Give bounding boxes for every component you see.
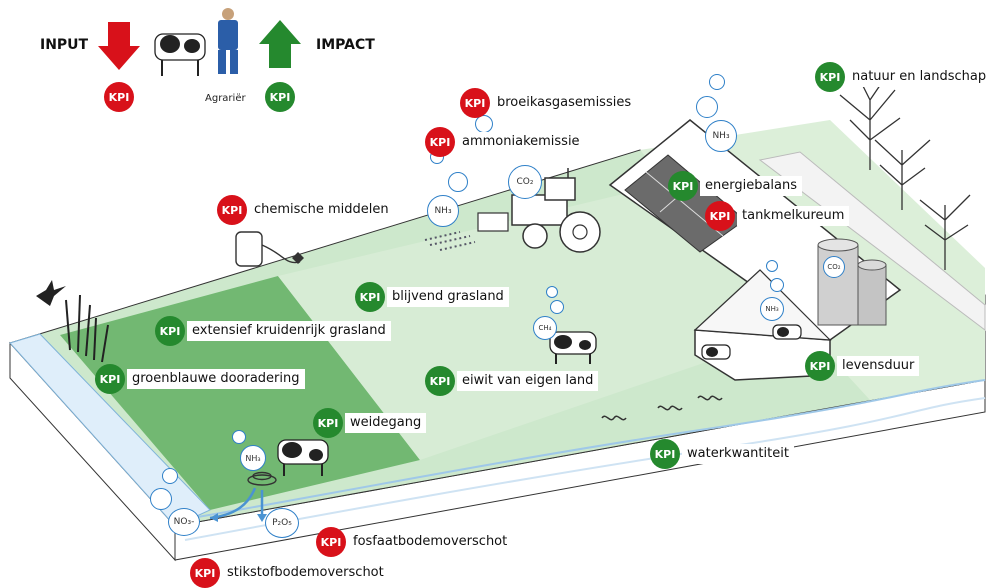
field-dark-zone — [60, 276, 420, 510]
kpi-label: levensduur — [837, 356, 920, 376]
farm-path — [758, 151, 986, 332]
cow-barn-2 — [772, 324, 802, 340]
reeds — [65, 294, 109, 363]
kpi-blijvend-grasland: KPI blijvend grasland — [355, 282, 509, 312]
cow-barn-1 — [701, 344, 731, 360]
co2-bubble: CO₂ — [823, 256, 845, 278]
legend-cow-icon — [154, 33, 206, 76]
bare-trees — [839, 77, 971, 270]
kpi-badge: KPI — [316, 527, 346, 557]
water-ditch — [9, 333, 211, 527]
co2-bubble: CO₂ — [508, 165, 542, 199]
farmer-icon — [218, 8, 238, 74]
kpi-label: fosfaatbodemoverschot — [348, 532, 513, 552]
kpi-weidegang: KPI weidegang — [313, 408, 427, 438]
kpi-badge: KPI — [355, 282, 385, 312]
legend-impact-kpi-badge: KPI — [265, 82, 295, 112]
nh3-bubble: NH₃ — [705, 120, 737, 152]
nh3-bubble: NH₃ — [427, 195, 459, 227]
farmer-label: Agrariër — [205, 93, 246, 104]
no3-bubble: NO₃- — [168, 508, 200, 536]
manure-pile — [247, 471, 277, 486]
gas-bubble — [696, 96, 718, 118]
kpi-label: weidegang — [345, 413, 427, 433]
p2o5-bubble: P₂O₅ — [265, 508, 299, 538]
kpi-badge: KPI — [815, 62, 845, 92]
gas-bubble — [766, 260, 778, 272]
kpi-levensduur: KPI levensduur — [805, 351, 920, 381]
kpi-badge: KPI — [190, 558, 220, 588]
nh3-bubble: NH₃ — [240, 445, 266, 471]
kpi-waterkwantiteit: KPI waterkwantiteit — [650, 439, 794, 469]
gas-bubble — [709, 74, 725, 90]
kpi-label: energiebalans — [700, 176, 803, 196]
kpi-badge: KPI — [425, 127, 455, 157]
kpi-natuur-en-landschap: KPI natuur en landschap — [815, 62, 992, 92]
tractor — [477, 168, 601, 253]
ch4-bubble: CH₄ — [533, 316, 557, 340]
sprayer — [235, 231, 304, 267]
impact-arrow-icon — [259, 20, 301, 68]
kpi-badge: KPI — [805, 351, 835, 381]
kpi-badge: KPI — [425, 366, 455, 396]
gas-bubble — [770, 278, 784, 292]
kpi-badge: KPI — [313, 408, 343, 438]
gas-bubble — [150, 488, 172, 510]
runoff-arrow-head — [257, 514, 267, 522]
kpi-label: stikstofbodemoverschot — [222, 563, 389, 583]
kpi-label: eiwit van eigen land — [457, 371, 599, 391]
water-edge-line — [179, 379, 986, 521]
kpi-broeikasgasemissies: KPI broeikasgasemissies — [460, 88, 637, 118]
kpi-label: waterkwantiteit — [682, 444, 794, 464]
input-arrow-icon — [98, 22, 140, 70]
gas-bubble — [546, 286, 558, 298]
kpi-extensief-kruidenrijk-grasland: KPI extensief kruidenrijk grasland — [155, 316, 391, 346]
kpi-energiebalans: KPI energiebalans — [668, 171, 803, 201]
kpi-label: broeikasgasemissies — [492, 93, 637, 113]
kpi-badge: KPI — [460, 88, 490, 118]
kpi-label: natuur en landschap — [847, 67, 992, 87]
kpi-badge: KPI — [217, 195, 247, 225]
kpi-eiwit-van-eigen-land: KPI eiwit van eigen land — [425, 366, 599, 396]
kpi-badge: KPI — [155, 316, 185, 346]
bird — [36, 280, 66, 306]
kpi-chemische-middelen: KPI chemische middelen — [217, 195, 394, 225]
kpi-badge: KPI — [650, 439, 680, 469]
kpi-label: chemische middelen — [249, 200, 394, 220]
kpi-badge: KPI — [705, 201, 735, 231]
spread-particles — [424, 231, 476, 251]
kpi-label: blijvend grasland — [387, 287, 509, 307]
kpi-label: ammoniakemissie — [457, 132, 585, 152]
gas-bubble — [448, 172, 468, 192]
kpi-badge: KPI — [668, 171, 698, 201]
gas-bubble — [550, 300, 564, 314]
impact-label: IMPACT — [316, 37, 375, 53]
gas-bubble — [232, 430, 246, 444]
earthworms — [601, 395, 723, 421]
kpi-ammoniakemissie: KPI ammoniakemissie — [425, 127, 585, 157]
silo-small-top — [857, 259, 887, 271]
kpi-tankmelkureum: KPI tankmelkureum — [705, 201, 850, 231]
cow-pasture — [549, 331, 597, 364]
gas-bubble — [162, 468, 178, 484]
input-label: INPUT — [40, 37, 89, 53]
kpi-groenblauwe-dooradering: KPI groenblauwe dooradering — [95, 364, 305, 394]
silo-large-top — [817, 238, 859, 252]
kpi-label: tankmelkureum — [737, 206, 850, 226]
legend-input-kpi-badge: KPI — [104, 82, 134, 112]
kpi-badge: KPI — [95, 364, 125, 394]
kpi-fosfaatbodemoverschot: KPI fosfaatbodemoverschot — [316, 527, 513, 557]
cow-weidegang — [277, 439, 329, 476]
leaching-arrow-head — [210, 513, 218, 522]
silo-small — [857, 264, 887, 326]
kpi-label: extensief kruidenrijk grasland — [187, 321, 391, 341]
kpi-label: groenblauwe dooradering — [127, 369, 305, 389]
kpi-stikstofbodemoverschot: KPI stikstofbodemoverschot — [190, 558, 389, 588]
nh3-bubble: NH₃ — [760, 297, 784, 321]
